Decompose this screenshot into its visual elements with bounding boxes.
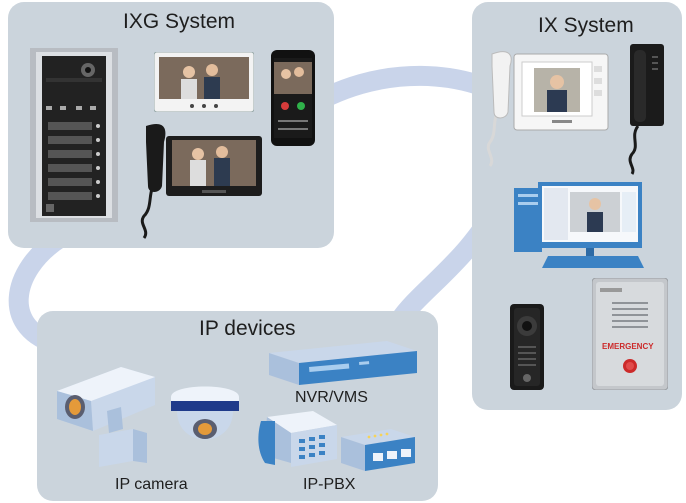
ixg-tablet-monitor [154,52,254,112]
ix-pc-workstation [510,182,650,268]
ip-devices-title: IP devices [199,317,296,340]
ix-system-panel: IX System [472,2,682,410]
nvr-vms-device [269,341,417,385]
ixg-system-panel: IXG System [8,2,334,248]
emergency-label: EMERGENCY [602,342,654,351]
ip-phone [257,411,343,475]
ix-handset-station [626,44,666,176]
ix-system-title: IX System [538,14,634,37]
nvr-vms-label: NVR/VMS [295,389,368,406]
ixg-door-station [30,48,118,222]
ip-devices-panel: IP devices N [37,311,438,501]
ip-bullet-camera [51,349,171,467]
ix-desk-station [484,46,610,172]
ixg-master-station [136,120,266,246]
ip-pbx-label: IP-PBX [303,476,356,493]
ix-emergency-station: EMERGENCY [592,278,668,390]
ixg-system-title: IXG System [123,10,236,33]
ixg-smartphone [271,50,315,146]
ix-video-door-station [510,304,544,390]
ip-dome-camera [165,377,245,449]
ip-camera-label: IP camera [115,476,188,493]
ip-pbx-switch [341,427,415,471]
